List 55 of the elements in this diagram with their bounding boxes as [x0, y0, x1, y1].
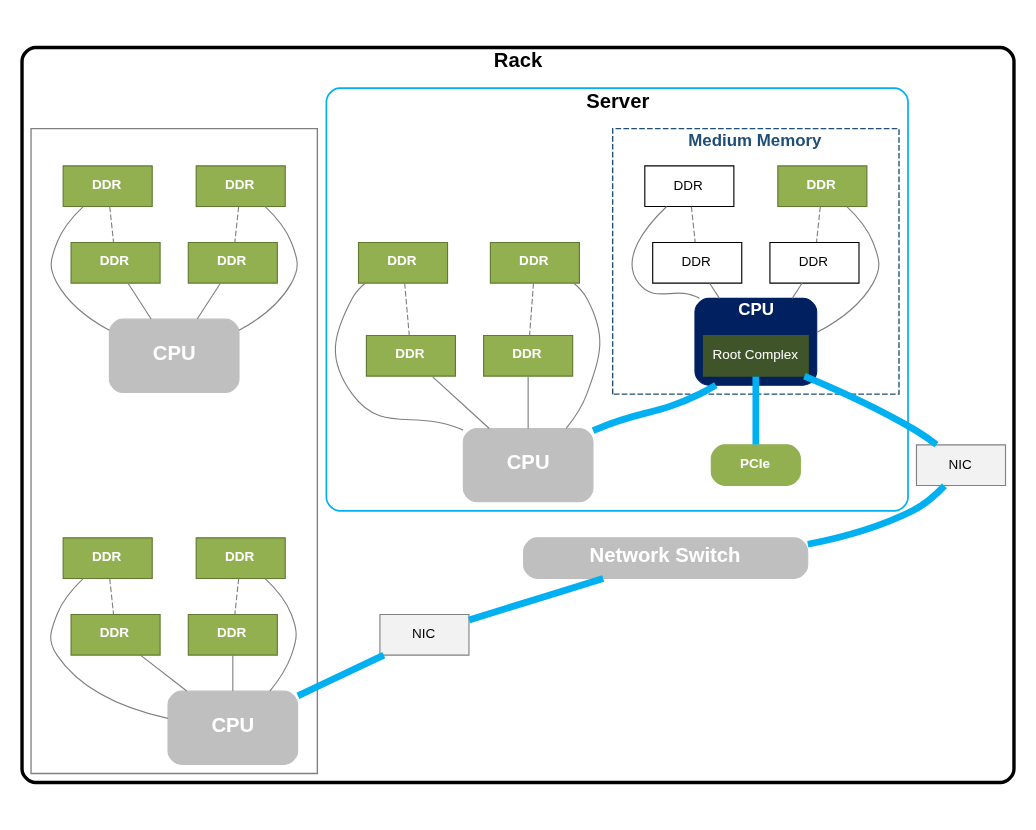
- connector: [127, 282, 152, 320]
- connector: [709, 282, 720, 299]
- connector: [752, 376, 760, 445]
- node-box: DDR: [365, 334, 456, 377]
- connector: [404, 282, 410, 337]
- connector: [334, 282, 464, 431]
- connector: [529, 282, 535, 337]
- connector: [468, 575, 605, 624]
- node-box: DDR: [652, 241, 743, 284]
- connector: [803, 373, 939, 448]
- node-box: NIC: [915, 444, 1007, 486]
- node-box: DDR: [357, 241, 449, 284]
- node-box: DDR: [187, 241, 278, 284]
- connector: [109, 206, 115, 243]
- connector: [196, 282, 221, 320]
- node-box: DDR: [70, 613, 161, 656]
- connector: [234, 578, 240, 615]
- node-box: DDR: [644, 165, 735, 208]
- connector: [238, 206, 298, 331]
- node-box: DDR: [489, 241, 580, 284]
- connector: [431, 376, 490, 430]
- node-box: Root Complex: [702, 334, 809, 377]
- connector: [139, 654, 188, 692]
- node-box: DDR: [195, 537, 286, 579]
- connector: [234, 206, 240, 243]
- connector: [565, 282, 601, 429]
- node-box: PCIe: [710, 444, 801, 486]
- node-box: CPU: [462, 427, 594, 503]
- connector: [232, 654, 234, 692]
- node-box: DDR: [187, 613, 278, 656]
- connector: [50, 578, 169, 719]
- connector: [109, 578, 115, 615]
- node-box: DDR: [777, 165, 868, 208]
- node-box: NIC: [379, 613, 470, 656]
- connector: [807, 483, 947, 548]
- connector: [296, 652, 386, 699]
- connector: [50, 206, 110, 331]
- node-box: CPU: [167, 690, 299, 765]
- node-box: DDR: [195, 165, 286, 208]
- node-box: DDR: [70, 241, 161, 284]
- node-box: DDR: [769, 241, 860, 284]
- connector: [690, 206, 696, 243]
- connector: [816, 206, 880, 333]
- node-box: CPU: [108, 318, 240, 394]
- connector: [264, 578, 297, 692]
- connector: [815, 206, 821, 243]
- connector: [631, 205, 701, 299]
- connector: [527, 376, 529, 430]
- connector: [591, 382, 718, 434]
- node-box: DDR: [62, 537, 153, 579]
- cluster: [30, 128, 319, 775]
- node-box: Network Switch: [523, 537, 809, 579]
- node-box: DDR: [483, 334, 574, 377]
- node-box: DDR: [62, 165, 153, 208]
- connector: [791, 282, 803, 299]
